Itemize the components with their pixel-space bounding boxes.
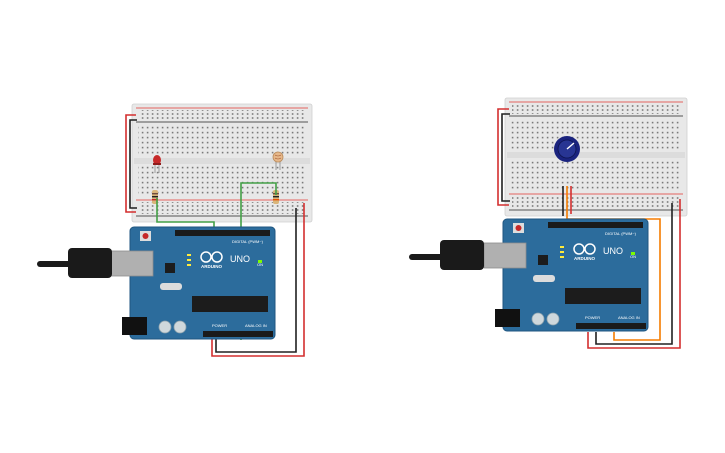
usb-cable-1 xyxy=(37,248,112,278)
led-red[interactable] xyxy=(153,155,161,173)
usb-port xyxy=(483,242,527,269)
digital-header xyxy=(548,222,643,228)
analog-header xyxy=(203,331,273,337)
board-model-label: UNO xyxy=(603,246,623,256)
microcontroller-chip xyxy=(192,296,268,312)
circuit-2: UNO ARDUINO DIGITAL (PWM~) POWER ANALOG … xyxy=(409,97,688,349)
analog-header xyxy=(576,323,646,329)
usb-cable-2 xyxy=(409,240,484,270)
power-label: POWER xyxy=(212,323,227,328)
dc-jack xyxy=(122,317,147,335)
board-model-label: UNO xyxy=(230,254,250,264)
arduino-uno-2: UNO ARDUINO DIGITAL (PWM~) POWER ANALOG … xyxy=(483,218,649,332)
arduino-uno-1: UNO ARDUINO DIGITAL (PWM~) POWER ANALOG … xyxy=(110,226,276,340)
digital-label: DIGITAL (PWM~) xyxy=(605,231,637,236)
photoresistor[interactable] xyxy=(272,151,284,170)
breadboard-1 xyxy=(131,103,313,223)
analog-label: ANALOG IN xyxy=(245,323,267,328)
wires-2 xyxy=(497,108,681,349)
digital-label: DIGITAL (PWM~) xyxy=(232,239,264,244)
potentiometer[interactable] xyxy=(554,136,580,162)
digital-header xyxy=(175,230,270,236)
power-label: POWER xyxy=(585,315,600,320)
arduino-logo-1 xyxy=(200,251,223,263)
analog-label: ANALOG IN xyxy=(618,315,640,320)
board-brand-label: ARDUINO xyxy=(574,256,595,261)
arduino-logo-2 xyxy=(573,243,596,255)
microcontroller-chip xyxy=(565,288,641,304)
circuit-1: UNO ARDUINO DIGITAL (PWM~) POWER ANALOG … xyxy=(37,103,313,357)
breadboard-2 xyxy=(504,97,688,217)
usb-port xyxy=(110,250,154,277)
dc-jack xyxy=(495,309,520,327)
board-brand-label: ARDUINO xyxy=(201,264,222,269)
on-label: ON xyxy=(257,262,263,267)
on-label: ON xyxy=(630,254,636,259)
